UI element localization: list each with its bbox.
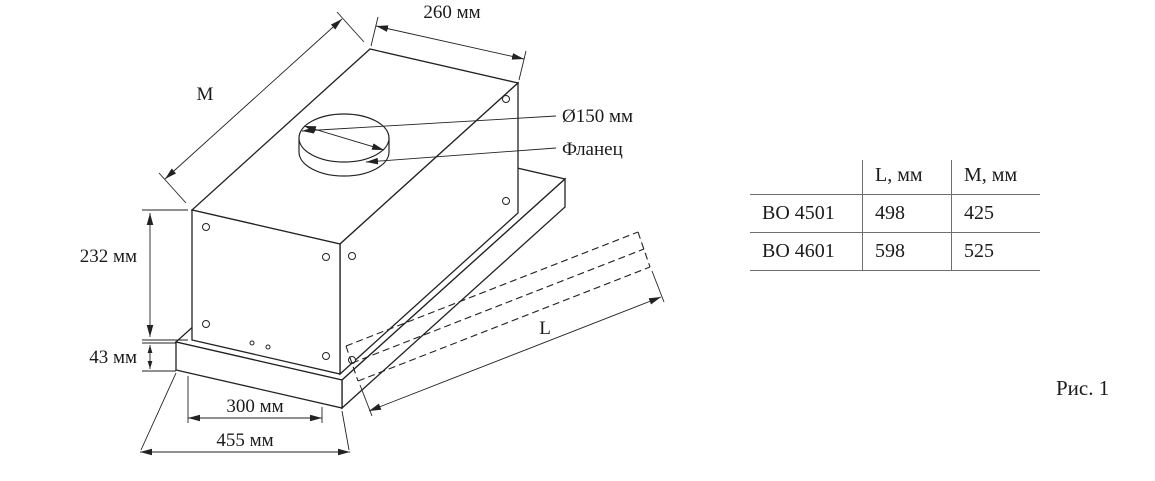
dim-l-label: L	[539, 318, 551, 339]
table-row: ВО 4501 498 425	[750, 194, 1040, 233]
screw-holes	[202, 95, 510, 364]
dim-232-label: 232 мм	[80, 246, 137, 267]
dim-260-label: 260 мм	[423, 2, 480, 23]
col-header-l: L, мм	[862, 160, 952, 195]
dim-43-label: 43 мм	[89, 347, 137, 368]
dimensions-table: L, мм M, мм ВО 4501 498 425 ВО 4601 598 …	[750, 160, 1040, 271]
col-header-model	[750, 160, 863, 195]
figure-caption: Рис. 1	[1056, 376, 1110, 400]
flange-label: Фланец	[562, 139, 623, 160]
dimension-lines	[140, 11, 665, 456]
table-header-row: L, мм M, мм	[750, 160, 1040, 195]
hood-technical-drawing: 260 мм M Ø150 мм Фланец 232 мм 43 мм 300…	[80, 2, 665, 456]
dim-m-label: M	[197, 84, 214, 105]
hood-body	[190, 48, 520, 376]
cell-model: ВО 4601	[750, 232, 863, 271]
cell-l: 498	[862, 194, 952, 233]
col-header-m: M, мм	[951, 160, 1040, 195]
dim-300-label: 300 мм	[226, 396, 283, 417]
cell-l: 598	[862, 232, 952, 271]
cell-model: ВО 4501	[750, 194, 863, 233]
cell-m: 425	[951, 194, 1040, 233]
dim-455-label: 455 мм	[216, 430, 273, 451]
dim-diameter-label: Ø150 мм	[562, 106, 633, 127]
cell-m: 525	[951, 232, 1040, 271]
table-row: ВО 4601 598 525	[750, 232, 1040, 271]
